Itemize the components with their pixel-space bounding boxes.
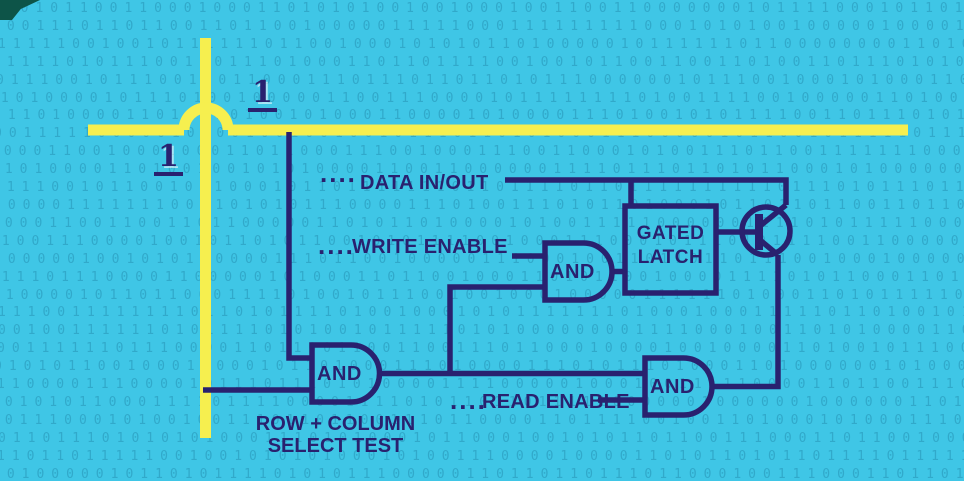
gated-latch-label-line1: GATED [636,223,705,244]
row-select-wire-left [88,124,184,136]
column-bit-value: 1 [248,78,277,112]
select-caption-line1: ROW + COLUMN [255,413,416,435]
transistor-icon [739,204,793,258]
write-and-gate-label: AND [550,261,595,283]
transistor-collector-lead [758,202,788,229]
select-and-gate [309,342,383,405]
data-io-dots: .... [320,158,357,188]
gated-latch-label-line2: LATCH [637,247,704,268]
write-and-gate [542,240,615,303]
read-and-output-wire [712,255,781,390]
row-select-wire-right [228,124,908,136]
write-enable-label: WRITE ENABLE [352,236,508,258]
column-tap-wire [286,132,312,361]
select-and-gate-label: AND [317,363,362,385]
row-wire-bridge [178,102,234,131]
data-io-wire [505,177,789,205]
select-and-caption: ROW + COLUMN SELECT TEST [248,413,423,457]
gated-latch-box [622,203,719,296]
read-enable-label: READ ENABLE [482,391,630,413]
data-io-label: DATA IN/OUT [360,172,489,194]
read-and-gate [642,355,715,418]
write-branch-riser-wire [447,284,545,374]
gated-latch-label: GATED LATCH [623,222,718,270]
read-enable-dots: .... [450,385,487,415]
write-enable-dots: .... [318,230,355,260]
row-bit-value: 1 [154,142,183,176]
column-select-wire [200,38,211,438]
read-and-gate-label: AND [650,376,695,398]
select-caption-line2: SELECT TEST [267,435,404,457]
